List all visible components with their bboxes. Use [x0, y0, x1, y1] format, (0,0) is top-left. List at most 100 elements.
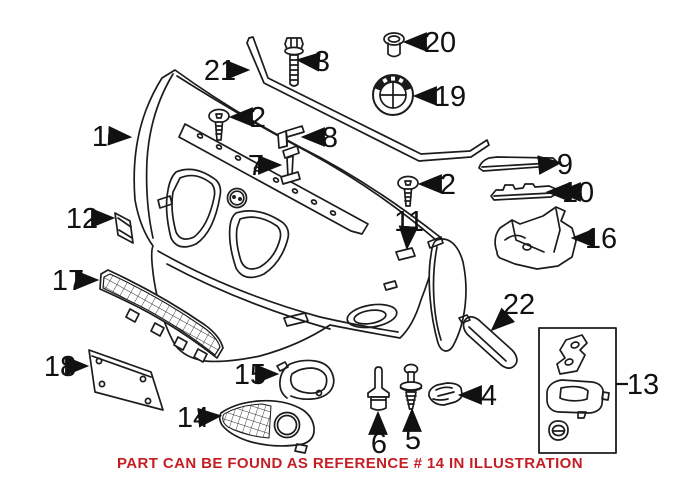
- clip4-slot: [438, 392, 454, 396]
- bumper-right-wing-inner: [434, 247, 441, 340]
- callout-labels: 1 2 3 7 8 12 21 20 19 2 9 10 11 16 17 22…: [44, 27, 659, 460]
- bumper-top-inner-line: [177, 76, 436, 240]
- callout-label-9: 9: [557, 149, 573, 181]
- callout-label-16: 16: [585, 223, 617, 255]
- bar-hole: [292, 188, 298, 194]
- bar-hole: [311, 199, 317, 205]
- bracket16-fold: [512, 221, 544, 252]
- box13-housing-tab: [602, 392, 609, 400]
- bumper-left-wing-line: [147, 74, 173, 238]
- plate18-hole: [145, 398, 150, 403]
- reflector22-tab: [459, 315, 470, 323]
- arrow-1: [107, 125, 133, 146]
- plate18-hole: [96, 358, 101, 363]
- grille17-tab: [174, 337, 187, 350]
- callout-label-4: 4: [481, 380, 497, 412]
- arrow-9: [537, 155, 563, 175]
- arrow-22: [490, 307, 516, 332]
- sensor-hole-inner: [230, 191, 244, 205]
- strip10-inner: [494, 193, 552, 196]
- trim15-outer: [280, 360, 334, 399]
- rivet5-thread-ticks: [406, 396, 416, 404]
- grommet-body: [388, 43, 400, 57]
- grille14-mesh: [223, 404, 271, 438]
- rivet6-pin: [368, 367, 389, 397]
- callout-label-17: 17: [52, 265, 84, 297]
- tow-hook-slot: [158, 196, 172, 208]
- bar-hole: [330, 210, 336, 216]
- fog-recess-inner: [353, 308, 387, 326]
- grommet-rim: [384, 33, 404, 45]
- callout-label-20: 20: [424, 27, 456, 59]
- box13-bracket-hole: [564, 358, 573, 366]
- grille17-tab: [194, 349, 207, 362]
- part-trim-strip: [247, 37, 489, 161]
- cover12-line: [118, 218, 131, 227]
- fog-recess-outer: [346, 301, 399, 331]
- kidney-grille-right: [230, 211, 289, 278]
- right-slot: [384, 281, 397, 290]
- bracket16-hole: [523, 244, 531, 250]
- arrow-3: [295, 52, 321, 72]
- rivet5-washer: [401, 382, 422, 390]
- part-license-base: [89, 350, 163, 410]
- screw-recess: [216, 114, 222, 118]
- clip7-cap: [283, 146, 299, 158]
- screw-threads: [405, 193, 411, 201]
- clip7-foot: [281, 172, 300, 184]
- part-screw-rivet: [401, 365, 422, 410]
- emblem-letter: [382, 77, 388, 84]
- bracket16-outline: [495, 207, 576, 269]
- box13-housing: [547, 380, 603, 413]
- bar-hole: [216, 144, 222, 150]
- part-bolt: [285, 38, 303, 86]
- screw-head: [398, 177, 418, 190]
- callout-label-7: 7: [248, 150, 264, 182]
- kidney-grille-right-inner: [237, 217, 281, 269]
- callout-label-5: 5: [405, 424, 421, 456]
- box13-housing-opening: [560, 387, 588, 401]
- grille14-tab: [295, 444, 307, 453]
- clip4-side: [433, 399, 448, 400]
- callout-label-13: 13: [627, 369, 659, 401]
- arrow-14: [197, 407, 223, 428]
- bumper-right-wing: [429, 239, 466, 351]
- reference-note: PART CAN BE FOUND AS REFERENCE # 14 IN I…: [117, 455, 583, 472]
- bolt-threads: [290, 60, 298, 80]
- bumper-right-wing-tab: [428, 237, 443, 248]
- part-screw-upper: [209, 110, 229, 141]
- screw-threads: [216, 126, 222, 134]
- callout-arrows: [65, 32, 628, 435]
- grommet-hole: [389, 36, 400, 42]
- screw-shaft: [216, 122, 223, 140]
- bar-hole: [235, 155, 241, 161]
- callout-label-19: 19: [434, 81, 466, 113]
- grille17-tab: [126, 309, 139, 322]
- bolt-flange: [285, 47, 303, 54]
- cover12-line2: [119, 230, 132, 238]
- bracket16-rib: [505, 235, 525, 240]
- part-kit-box: [539, 328, 616, 453]
- trim15-hole: [317, 391, 322, 396]
- part-tow-cover: [115, 213, 133, 243]
- part-emblem: [373, 75, 413, 115]
- callout-label-15: 15: [234, 359, 266, 391]
- part-grommet: [384, 33, 404, 57]
- bar-hole: [197, 133, 203, 139]
- arrow-11: [398, 225, 419, 251]
- sensor-dot: [233, 196, 235, 198]
- reflector22-outline: [464, 317, 517, 368]
- part-strip-10: [491, 184, 558, 200]
- callout-label-12: 12: [66, 203, 98, 235]
- part-clip-8: [278, 126, 304, 148]
- part-center-grille: [100, 270, 223, 362]
- callout-label-14: 14: [177, 402, 209, 434]
- callout-label-10: 10: [562, 177, 594, 209]
- part-expansion-rivet: [368, 367, 389, 410]
- part-clip-7: [281, 146, 300, 184]
- bar-hole: [273, 177, 279, 183]
- part-screw-right: [398, 177, 418, 207]
- part-bumper-cover: [134, 70, 466, 361]
- callout-label-11: 11: [394, 206, 424, 238]
